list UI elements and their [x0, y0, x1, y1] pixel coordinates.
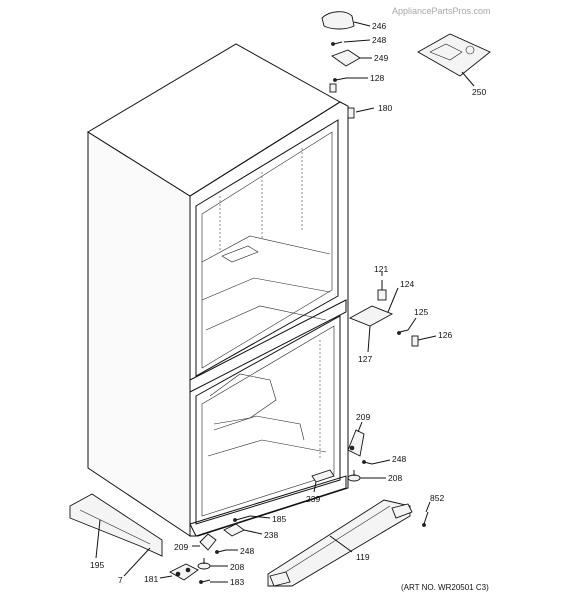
screw-part-128 [333, 77, 347, 82]
callout-124: 124 [400, 279, 415, 289]
cabinet-outline [87, 43, 355, 537]
callout-195: 195 [90, 560, 105, 570]
callout-250: 250 [472, 87, 487, 97]
hinge-kit-bag-part-250 [417, 33, 491, 77]
bracket-part-239 [311, 469, 335, 483]
thermostat-part-121 [377, 280, 387, 301]
bottom-hinge-part-209-right [347, 429, 365, 457]
callout-209-left: 209 [174, 542, 189, 552]
callout-126: 126 [438, 330, 453, 340]
callout-185: 185 [272, 514, 287, 524]
screw-part-248-right [362, 460, 373, 465]
leveler-part-208-right [347, 470, 361, 482]
bottom-hinge-part-209-left [199, 533, 217, 551]
screw-part-248-left [215, 549, 227, 554]
callout-181: 181 [144, 574, 159, 584]
screw-part-183 [199, 579, 211, 584]
screw-part-852 [422, 511, 429, 527]
callout-246: 246 [372, 21, 387, 31]
clip-part-126 [411, 335, 419, 347]
callout-7: 7 [118, 575, 123, 585]
callout-248-left: 248 [240, 546, 255, 556]
callout-128: 128 [370, 73, 385, 83]
callout-127: 127 [358, 354, 373, 364]
callout-209-right: 209 [356, 412, 371, 422]
leader-lines [95, 21, 475, 583]
top-hinge-part-249 [331, 49, 361, 67]
roller-assembly-part-181 [169, 563, 199, 581]
callout-208-right: 208 [388, 473, 403, 483]
screw-part-248-top [331, 41, 343, 46]
callout-125: 125 [414, 307, 429, 317]
watermark: AppliancePartsPros.com [392, 6, 491, 16]
screw-part-185 [233, 515, 251, 522]
leveler-part-208-left [197, 558, 211, 570]
callout-180: 180 [378, 103, 393, 113]
callout-248-top: 248 [372, 35, 387, 45]
bracket-part-124 [348, 305, 394, 327]
callout-239: 239 [306, 494, 321, 504]
callout-208-left: 208 [230, 562, 245, 572]
art-number: (ART NO. WR20501 C3) [401, 583, 489, 592]
callout-183: 183 [230, 577, 245, 587]
callout-238: 238 [264, 530, 279, 540]
callout-121: 121 [374, 264, 389, 274]
callout-249: 249 [374, 53, 389, 63]
callout-119: 119 [356, 552, 370, 562]
callout-248-right: 248 [392, 454, 407, 464]
bottom-panel-part-195 [69, 493, 163, 557]
screw-part-125 [397, 329, 409, 335]
callout-852: 852 [430, 493, 445, 503]
top-hinge-cover-part-246 [321, 11, 355, 30]
